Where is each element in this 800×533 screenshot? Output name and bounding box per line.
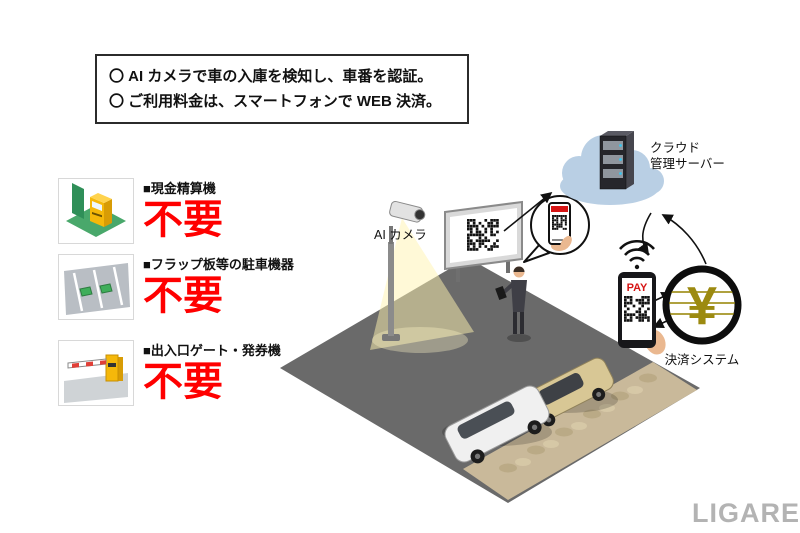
ai-camera: [382, 200, 426, 341]
arrow-camera-to-cloud: [503, 191, 553, 232]
minivan-car: [444, 385, 550, 464]
feature-gate: ■出入口ゲート・発券機 不要: [58, 340, 281, 406]
cloud-label-line1: クラウド: [650, 141, 700, 155]
feature-cash-machine: ■現金精算機 不要: [58, 178, 223, 244]
gate-icon: [58, 340, 134, 406]
camera-label: AI カメラ: [374, 228, 427, 242]
feature-status: 不要: [143, 360, 223, 404]
cloud-label-line2: 管理サーバー: [650, 156, 725, 171]
wifi-icon: [619, 239, 655, 270]
feature-text: ■現金精算機 不要: [143, 178, 223, 241]
person-figure: [495, 266, 531, 342]
bubble-qr-code: [552, 215, 567, 230]
feature-text: ■出入口ゲート・発券機 不要: [143, 340, 281, 403]
arrow-cloud-to-phone: [637, 212, 652, 255]
cash-machine-icon: [58, 178, 134, 244]
payment-phone: PAY: [618, 272, 666, 355]
feature-flap-plate: ■フラップ板等の駐車機器 不要: [58, 254, 294, 320]
qr-billboard: [444, 200, 523, 282]
speech-bubble: [523, 195, 590, 263]
cobblestone-path: [463, 362, 697, 500]
header-bullet-1: 〇 AI カメラで車の入庫を検知し、車番を認証。: [109, 68, 433, 85]
yen-circle-icon: ¥: [662, 265, 742, 345]
header-bullet-2: 〇 ご利用料金は、スマートフォンで WEB 決済。: [109, 93, 442, 110]
feature-label: ■フラップ板等の駐車機器: [143, 257, 294, 272]
camera-head-icon: [389, 200, 426, 223]
feature-text: ■フラップ板等の駐車機器 不要: [143, 254, 294, 317]
yen-mark: ¥: [687, 276, 717, 336]
header-box: 〇 AI カメラで車の入庫を検知し、車番を認証。 〇 ご利用料金は、スマートフォ…: [95, 54, 469, 124]
pay-badge: PAY: [627, 282, 648, 294]
feature-label: ■出入口ゲート・発券機: [143, 343, 281, 358]
feature-label: ■現金精算機: [143, 181, 216, 196]
server-icon: [599, 131, 634, 190]
flap-plate-icon: [58, 254, 134, 320]
feature-status: 不要: [143, 274, 223, 318]
arrow-payment-to-cloud: [661, 214, 707, 265]
payment-qr-code: [624, 296, 650, 322]
feature-status: 不要: [143, 198, 223, 242]
watermark-logo: LIGARE: [692, 498, 800, 528]
camera-light-beam: [370, 218, 474, 353]
billboard-qr-code: [467, 219, 499, 251]
payment-system-label: 決済システム: [665, 352, 740, 367]
